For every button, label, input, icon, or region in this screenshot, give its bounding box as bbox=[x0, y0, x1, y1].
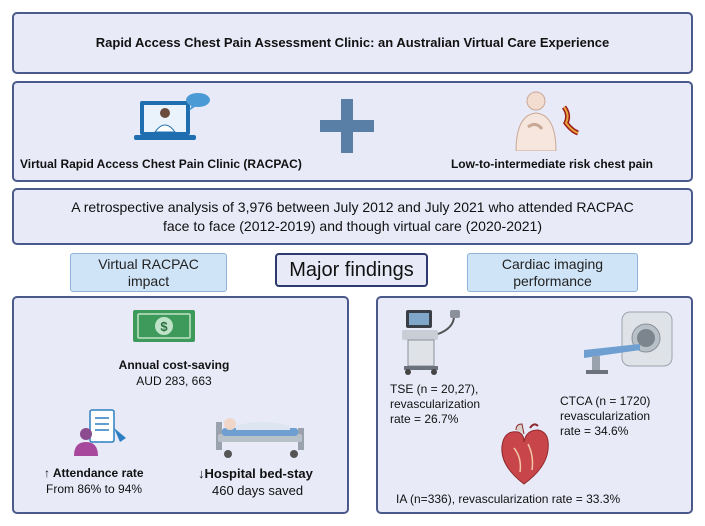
title-panel: Rapid Access Chest Pain Assessment Clini… bbox=[12, 12, 693, 74]
major-findings-header: Major findings bbox=[275, 253, 428, 287]
bed-stay-title: ↓Hospital bed-stay bbox=[198, 466, 313, 481]
ultrasound-machine-icon bbox=[402, 310, 460, 375]
risk-label: Low-to-intermediate risk chest pain bbox=[450, 157, 654, 171]
chest-pain-patient-icon bbox=[515, 91, 579, 151]
virtual-racpac-impact-header: Virtual RACPAC impact bbox=[70, 253, 227, 292]
description-panel: A retrospective analysis of 3,976 betwee… bbox=[12, 188, 693, 245]
bed-stay-value: 460 days saved bbox=[212, 483, 304, 498]
imaging-panel: TSE (n = 20,27), revascularization rate … bbox=[376, 296, 693, 514]
major-findings-label: Major findings bbox=[289, 259, 414, 281]
description-line-1: A retrospective analysis of 3,976 betwee… bbox=[71, 199, 634, 215]
money-icon: $ bbox=[133, 310, 195, 342]
impact-header-line-2: impact bbox=[127, 273, 170, 289]
overview-panel: Virtual Rapid Access Chest Pain Clinic (… bbox=[12, 81, 693, 182]
hospital-bed-icon bbox=[216, 418, 304, 458]
tse-line-1: TSE (n = 20,27), bbox=[390, 382, 479, 396]
ctca-line-1: CTCA (n = 1720) bbox=[560, 394, 651, 408]
plus-icon bbox=[320, 99, 374, 153]
attendance-form-icon bbox=[74, 409, 126, 456]
ctca-line-2: revascularization bbox=[560, 409, 651, 423]
cost-saving-title: Annual cost-saving bbox=[118, 358, 230, 372]
ctca-line-3: rate = 34.6% bbox=[560, 424, 629, 438]
ct-scanner-icon bbox=[584, 311, 673, 374]
cost-saving-value: AUD 283, 663 bbox=[136, 374, 212, 388]
impact-header-line-1: Virtual RACPAC bbox=[98, 256, 199, 272]
description-line-2: face to face (2012-2019) and though virt… bbox=[162, 218, 543, 234]
svg-text:$: $ bbox=[160, 319, 168, 334]
cardiac-imaging-header: Cardiac imaging performance bbox=[467, 253, 638, 292]
imaging-header-line-1: Cardiac imaging bbox=[501, 256, 604, 272]
virtual-doctor-laptop-icon bbox=[134, 93, 210, 140]
diagram-title: Rapid Access Chest Pain Assessment Clini… bbox=[95, 35, 610, 50]
tse-line-3: rate = 26.7% bbox=[390, 412, 459, 426]
tse-line-2: revascularization bbox=[390, 397, 481, 411]
impact-panel: $ Annual cost-saving AUD 283, 663 ↑ Atte… bbox=[12, 296, 349, 514]
ia-line: IA (n=336), revascularization rate = 33.… bbox=[396, 492, 621, 506]
imaging-header-line-2: performance bbox=[513, 273, 592, 289]
heart-icon bbox=[501, 423, 549, 485]
virtual-racpac-label: Virtual Rapid Access Chest Pain Clinic (… bbox=[20, 157, 302, 171]
attendance-rate-value: From 86% to 94% bbox=[46, 482, 143, 496]
attendance-rate-title: ↑ Attendance rate bbox=[44, 466, 144, 480]
